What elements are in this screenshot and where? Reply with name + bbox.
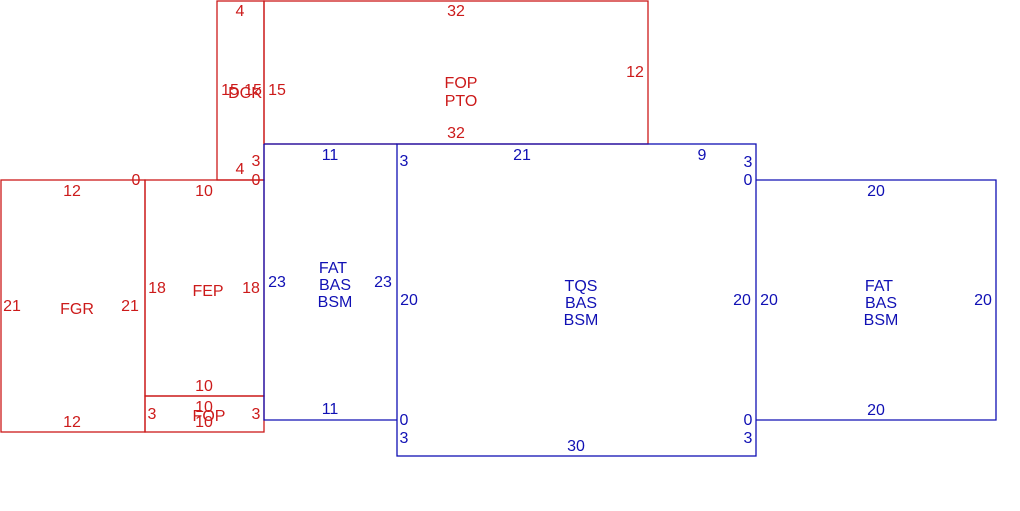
fop-small-dim-left: 3 bbox=[148, 406, 157, 423]
fgr-dim-top: 12 bbox=[63, 183, 81, 200]
tqs-label-line3: BSM bbox=[564, 312, 599, 329]
dck-dim-bottom: 4 bbox=[236, 161, 245, 178]
dck-label: DCK bbox=[228, 85, 262, 102]
fat-right-dim-top: 20 bbox=[867, 183, 885, 200]
fep-dim-bottom: 10 bbox=[195, 378, 213, 395]
tqs-dim-top-a: 21 bbox=[513, 147, 531, 164]
tqs-dim-right: 20 bbox=[733, 292, 751, 309]
fep-dim-left: 18 bbox=[148, 280, 166, 297]
tqs-corner-br-0: 0 bbox=[744, 412, 753, 429]
fop-small-dim-top: 10 bbox=[195, 399, 213, 416]
tqs-corner-tr-0: 0 bbox=[744, 172, 753, 189]
fop-small-dim-right: 3 bbox=[252, 406, 261, 423]
fop-pto-dim-top: 32 bbox=[447, 3, 465, 20]
fep-label: FEP bbox=[192, 283, 223, 300]
fop-pto-label-line1: FOP bbox=[445, 75, 478, 92]
dck-step-label-0: 0 bbox=[252, 172, 261, 189]
room-fat-right: FAT BAS BSM 20 20 20 20 bbox=[756, 179, 997, 421]
fat-left-outline bbox=[263, 143, 397, 421]
fat-left-label-line3: BSM bbox=[318, 294, 353, 311]
dck-dim-top: 4 bbox=[236, 3, 245, 20]
tqs-dim-top-b: 9 bbox=[698, 147, 707, 164]
room-fep: FEP 10 10 18 18 bbox=[144, 179, 265, 397]
tqs-outline bbox=[396, 143, 757, 457]
fop-pto-dim-left: 15 bbox=[268, 82, 286, 99]
tqs-corner-br-3: 3 bbox=[744, 430, 753, 447]
fgr-dim-left: 21 bbox=[3, 298, 21, 315]
fat-left-label-line2: BAS bbox=[319, 277, 351, 294]
fop-pto-dim-bottom: 32 bbox=[447, 125, 465, 142]
fop-pto-label-line2: PTO bbox=[445, 93, 478, 110]
fat-right-dim-left: 20 bbox=[760, 292, 778, 309]
fep-dim-top: 10 bbox=[195, 183, 213, 200]
tqs-dim-bottom: 30 bbox=[567, 438, 585, 455]
fgr-corner-label: 0 bbox=[132, 172, 141, 189]
fop-pto-dim-right: 12 bbox=[626, 64, 644, 81]
dck-dim-right: 15 bbox=[244, 82, 262, 99]
room-fat-left: FAT BAS BSM 11 11 23 23 bbox=[263, 143, 397, 421]
dck-step-label-3: 3 bbox=[252, 153, 261, 170]
fat-right-label-line1: FAT bbox=[865, 278, 893, 295]
tqs-label-line1: TQS bbox=[565, 278, 598, 295]
fat-right-label-line2: BAS bbox=[865, 295, 897, 312]
fat-left-dim-top: 11 bbox=[322, 147, 339, 164]
fat-left-dim-right: 23 bbox=[374, 274, 392, 291]
fat-right-dim-right: 20 bbox=[974, 292, 992, 309]
fgr-dim-right: 21 bbox=[121, 298, 139, 315]
fop-small-label: FOP bbox=[193, 408, 226, 425]
tqs-corner-bl-3: 3 bbox=[400, 430, 409, 447]
tqs-corner-tl-3: 3 bbox=[400, 153, 409, 170]
room-fop-small: FOP 10 10 3 3 bbox=[144, 395, 265, 433]
fat-right-outline bbox=[756, 179, 997, 421]
tqs-label-line2: BAS bbox=[565, 295, 597, 312]
tqs-dim-left: 20 bbox=[400, 292, 418, 309]
fep-dim-right: 18 bbox=[242, 280, 260, 297]
fat-right-dim-bottom: 20 bbox=[867, 402, 885, 419]
fop-pto-outline bbox=[263, 0, 649, 145]
fgr-label: FGR bbox=[60, 301, 94, 318]
fop-small-dim-bottom: 10 bbox=[195, 414, 213, 431]
dck-dim-left: 15 bbox=[221, 82, 239, 99]
tqs-corner-bl-0: 0 bbox=[400, 412, 409, 429]
fat-left-label-line1: FAT bbox=[319, 260, 347, 277]
fat-right-label-line3: BSM bbox=[864, 312, 899, 329]
fat-left-dim-bottom: 11 bbox=[322, 401, 339, 418]
room-fop-pto: FOP PTO 32 32 15 12 bbox=[263, 0, 649, 145]
fat-left-dim-left: 23 bbox=[268, 274, 286, 291]
fgr-dim-bottom: 12 bbox=[63, 414, 81, 431]
room-fgr: FGR 12 12 21 21 bbox=[0, 179, 146, 433]
room-tqs: TQS BAS BSM 21 9 30 20 20 bbox=[396, 143, 757, 457]
tqs-corner-tr-3: 3 bbox=[744, 154, 753, 171]
